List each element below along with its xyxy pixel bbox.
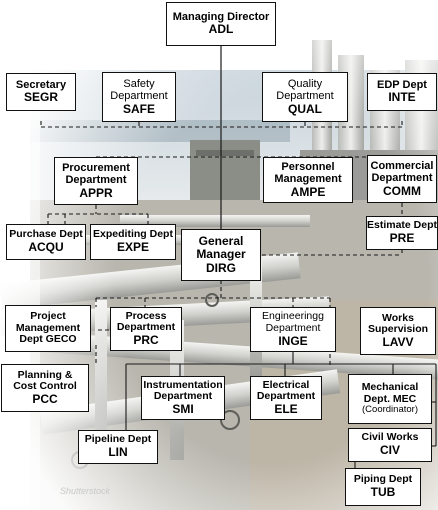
commercial-title-1: Commercial (370, 159, 434, 172)
general-manager-title-2: Manager (196, 247, 246, 262)
pipeline-code: LIN (108, 445, 128, 460)
purchase-title: Purchase Dept (9, 228, 83, 241)
quality-title-2: Department (276, 90, 334, 103)
personnel-management-box: Personnel Management AMPE (263, 157, 353, 203)
edp-dept-box: EDP Dept INTE (367, 73, 437, 111)
works-title-1: Works (382, 311, 414, 324)
mechanical-title-1: Mechanical (361, 380, 419, 393)
civil-works-box: Civil Works CIV (348, 428, 432, 462)
expediting-title: Expediting Dept (93, 228, 173, 241)
managing-director-code: ADL (208, 22, 234, 37)
instrumentation-title-1: Instrumentation (143, 378, 223, 391)
procurement-code: APPR (79, 185, 113, 200)
general-manager-code: DIRG (206, 260, 236, 275)
managing-director-title: Managing Director (172, 11, 270, 24)
civil-code: CIV (379, 443, 400, 458)
project-code: Dept GECO (19, 333, 77, 346)
general-manager-title-1: General (198, 233, 244, 248)
quality-department-box: Quality Department QUAL (262, 72, 348, 122)
process-department-box: Process Department PRC (110, 307, 182, 351)
process-title-1: Process (125, 309, 167, 322)
electrical-title-1: Electrical (262, 378, 310, 391)
edp-code: INTE (388, 90, 416, 105)
watermark-text: Shutterstock (60, 486, 111, 496)
commercial-department-box: Commercial Department COMM (367, 155, 437, 203)
civil-title: Civil Works (361, 431, 419, 444)
instrumentation-title-2: Department (153, 390, 213, 403)
planning-code: PCC (32, 392, 58, 407)
piping-code: TUB (370, 485, 396, 500)
edp-title: EDP Dept (377, 79, 427, 92)
electrical-code: ELE (274, 402, 298, 417)
works-code: LAVV (382, 335, 414, 350)
instrumentation-code: SMI (172, 402, 194, 417)
works-title-2: Supervision (367, 323, 429, 336)
mechanical-dept-box: Mechanical Dept. MEC (Coordinator) (348, 374, 432, 424)
expediting-dept-box: Expediting Dept EXPE (90, 224, 176, 260)
safety-title-2: Department (110, 90, 168, 103)
general-manager-box: General Manager DIRG (181, 229, 261, 281)
estimate-dept-box: Estimate Dept PRE (366, 216, 438, 250)
safety-department-box: Safety Department SAFE (102, 72, 176, 122)
instrumentation-department-box: Instrumentation Department SMI (141, 376, 225, 420)
project-title-1: Project (30, 309, 66, 322)
piping-dept-box: Piping Dept TUB (345, 468, 421, 506)
quality-title-1: Quality (287, 77, 323, 90)
pipeline-title: Pipeline Dept (84, 433, 152, 446)
planning-title-2: Cost Control (13, 380, 77, 393)
personnel-code: AMPE (290, 184, 326, 199)
safety-code: SAFE (122, 101, 155, 116)
planning-cost-control-box: Planning & Cost Control PCC (1, 364, 89, 412)
managing-director-box: Managing Director ADL (166, 2, 276, 46)
procurement-department-box: Procurement Department APPR (54, 157, 138, 205)
procurement-title-1: Procurement (62, 161, 130, 174)
quality-code: QUAL (288, 101, 322, 116)
commercial-title-2: Department (371, 172, 433, 185)
engineering-code: INGE (278, 333, 308, 348)
secretary-title: Secretary (15, 79, 67, 92)
safety-title-1: Safety (123, 77, 155, 90)
personnel-title-1: Personnel (281, 160, 335, 173)
commercial-code: COMM (383, 183, 421, 198)
mechanical-title-2: Dept. MEC (363, 392, 417, 405)
secretary-code: SEGR (23, 90, 58, 105)
planning-title-1: Planning & (17, 368, 73, 381)
electrical-department-box: Electrical Department ELE (250, 376, 322, 420)
engineering-department-box: Engineeringg Department INGE (250, 307, 336, 352)
procurement-title-2: Department (65, 174, 127, 187)
project-management-box: Project Management Dept GECO (5, 305, 91, 352)
process-title-2: Department (116, 321, 176, 334)
project-title-2: Management (15, 321, 81, 334)
expediting-code: EXPE (116, 240, 149, 255)
secretary-box: Secretary SEGR (6, 73, 76, 111)
engineering-title-2: Department (265, 321, 321, 334)
purchase-code: ACQU (28, 240, 64, 255)
process-code: PRC (133, 333, 159, 348)
personnel-title-2: Management (274, 173, 342, 186)
estimate-code: PRE (389, 231, 415, 246)
purchase-dept-box: Purchase Dept ACQU (6, 224, 86, 260)
estimate-title: Estimate Dept (366, 219, 438, 232)
works-supervision-box: Works Supervision LAVV (360, 307, 436, 355)
mechanical-note: (Coordinator) (362, 404, 418, 416)
pipeline-dept-box: Pipeline Dept LIN (78, 430, 158, 464)
piping-title: Piping Dept (353, 473, 413, 486)
engineering-title-1: Engineeringg (262, 310, 324, 323)
electrical-title-2: Department (256, 390, 316, 403)
